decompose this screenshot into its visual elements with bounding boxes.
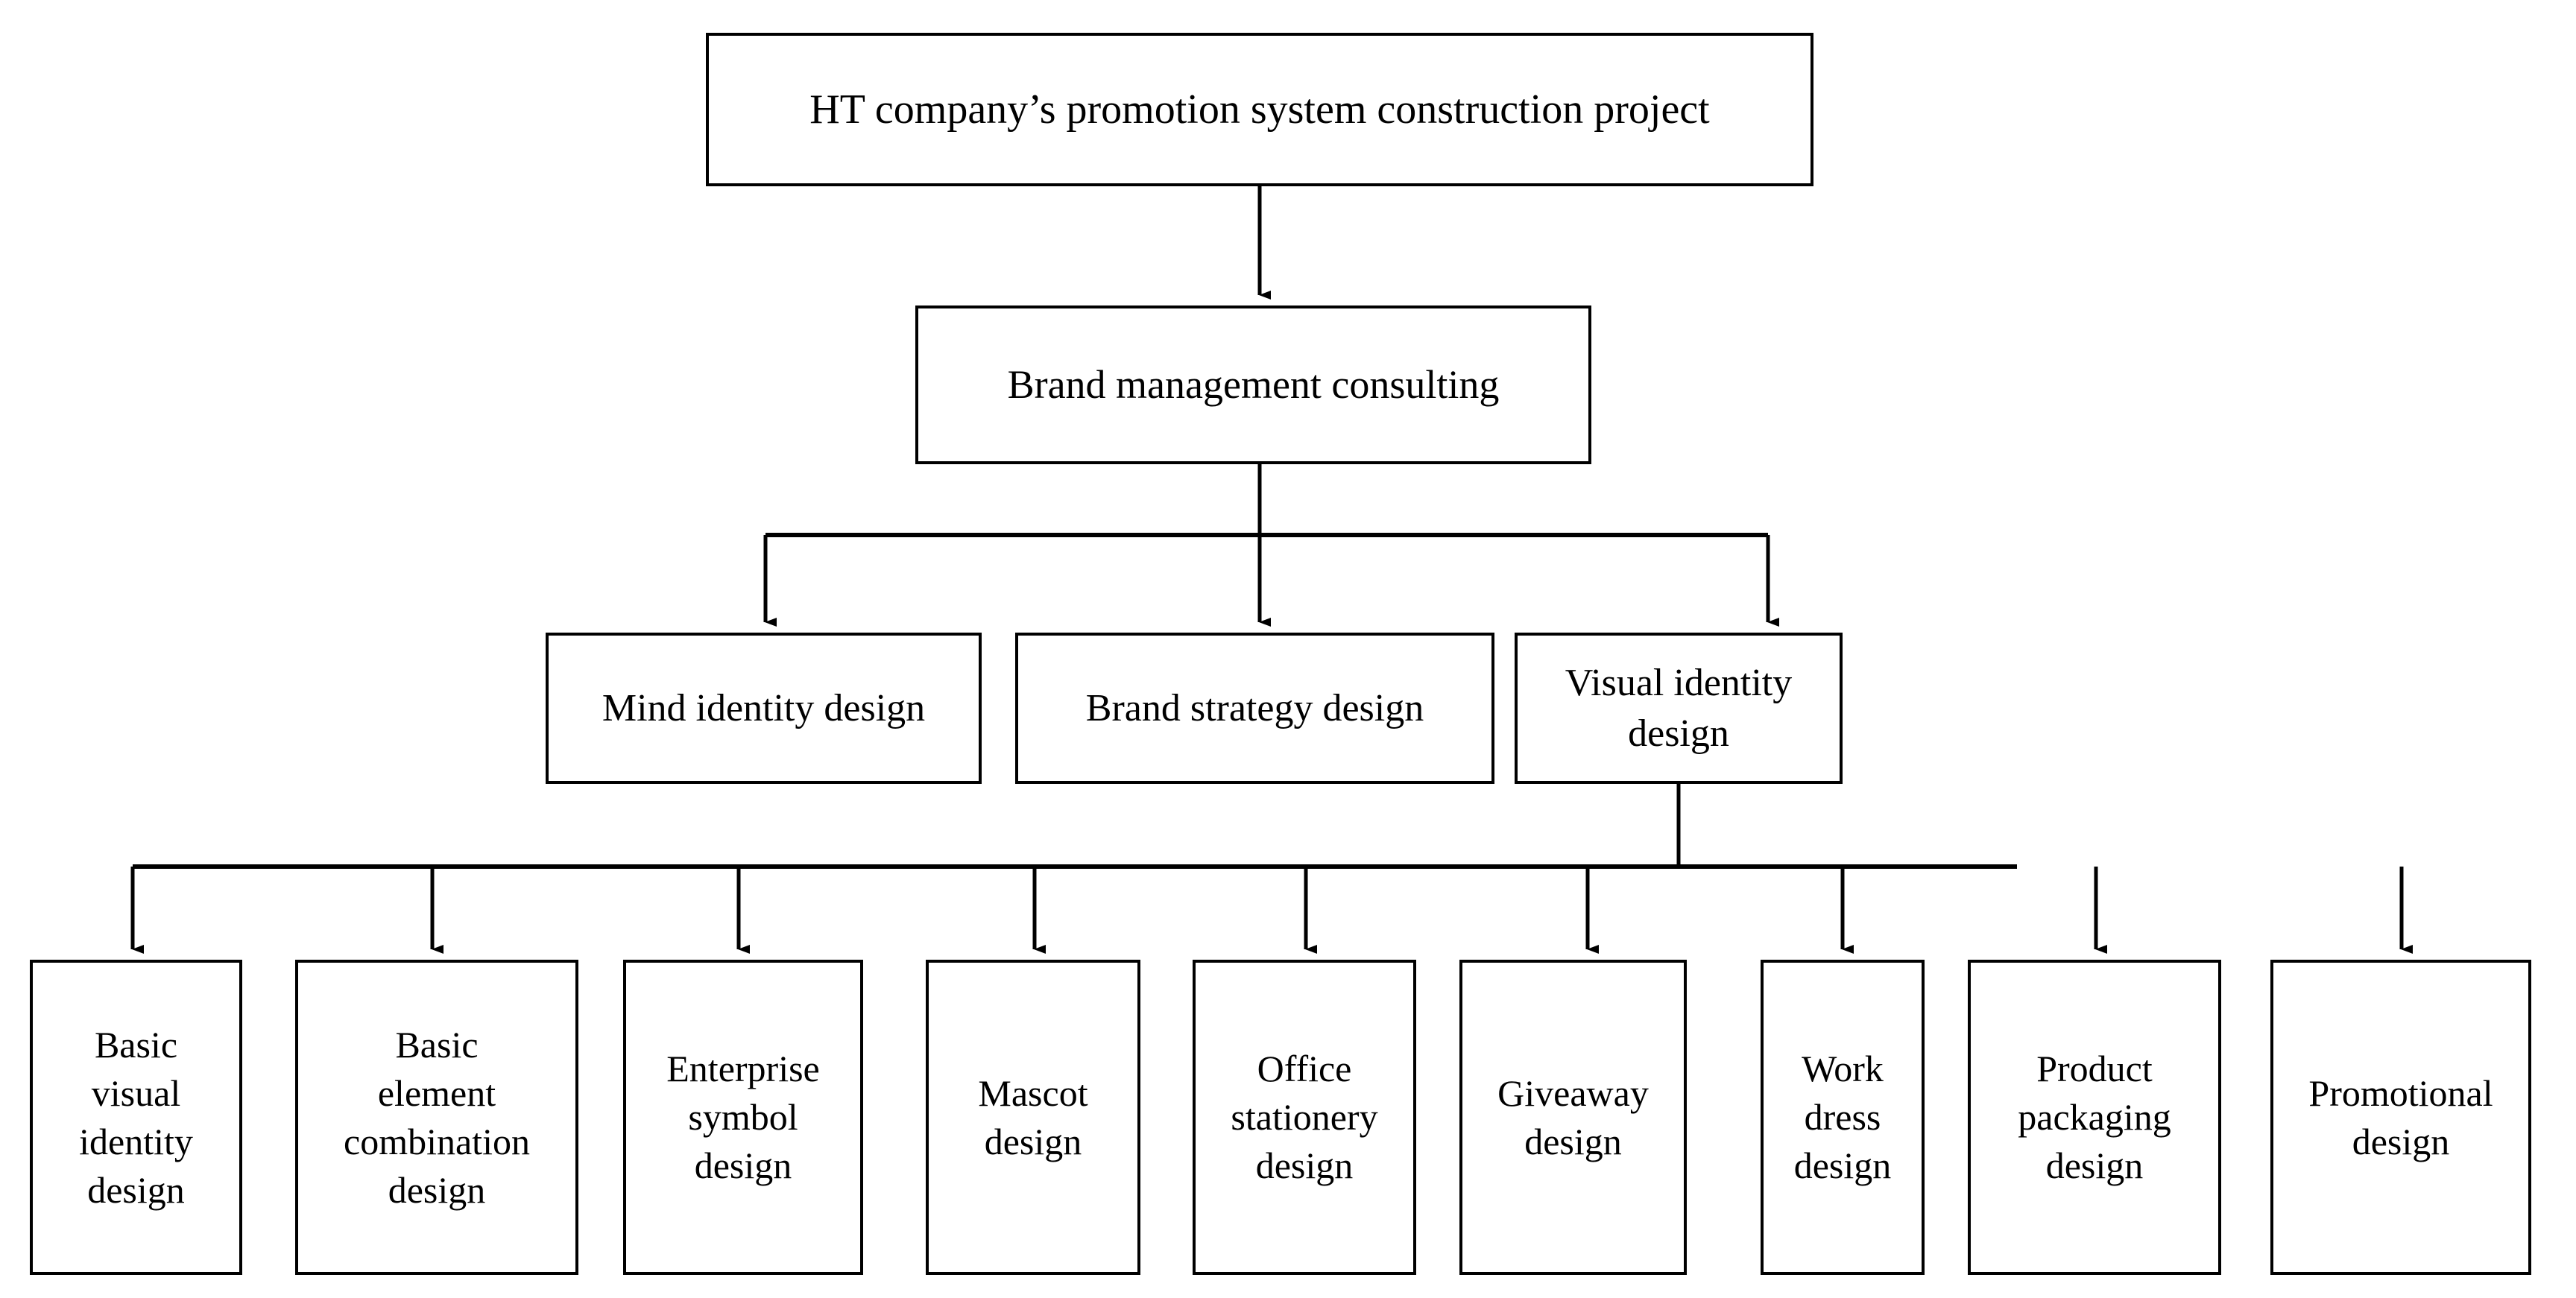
node-root[interactable]: HT company’s promotion system constructi…	[706, 33, 1813, 186]
edge-visual-identity-to-level4	[130, 784, 2413, 954]
node-visual-identity-design-label: Visual identity design	[1565, 661, 1793, 755]
node-basic-visual-identity-design[interactable]: Basic visual identity design	[30, 960, 242, 1275]
node-product-packaging-design-label: Product packaging design	[2018, 1048, 2171, 1186]
node-enterprise-symbol-design[interactable]: Enterprise symbol design	[623, 960, 863, 1275]
node-visual-identity-design[interactable]: Visual identity design	[1515, 633, 1843, 784]
node-work-dress-design-label: Work dress design	[1793, 1048, 1892, 1186]
node-promotional-design[interactable]: Promotional design	[2270, 960, 2531, 1275]
node-work-dress-design[interactable]: Work dress design	[1761, 960, 1925, 1275]
node-basic-element-combination-design-label: Basic element combination design	[344, 1023, 530, 1211]
node-brand-management-consulting[interactable]: Brand management consulting	[915, 305, 1591, 464]
node-brand-management-consulting-label: Brand management consulting	[1007, 362, 1500, 408]
node-mind-identity-design[interactable]: Mind identity design	[546, 633, 982, 784]
node-giveaway-design-label: Giveaway design	[1497, 1071, 1649, 1162]
node-office-stationery-design-label: Office stationery design	[1231, 1048, 1378, 1186]
node-root-label: HT company’s promotion system constructi…	[809, 86, 1710, 133]
edge-brand-management-to-level3	[763, 464, 1779, 627]
node-mascot-design[interactable]: Mascot design	[926, 960, 1140, 1275]
node-office-stationery-design[interactable]: Office stationery design	[1193, 960, 1416, 1275]
node-promotional-design-label: Promotional design	[2308, 1071, 2493, 1162]
node-enterprise-symbol-design-label: Enterprise symbol design	[666, 1048, 820, 1186]
node-giveaway-design[interactable]: Giveaway design	[1459, 960, 1687, 1275]
node-product-packaging-design[interactable]: Product packaging design	[1968, 960, 2221, 1275]
node-basic-element-combination-design[interactable]: Basic element combination design	[295, 960, 578, 1275]
node-brand-strategy-design[interactable]: Brand strategy design	[1015, 633, 1494, 784]
node-basic-visual-identity-design-label: Basic visual identity design	[79, 1023, 193, 1211]
node-mind-identity-design-label: Mind identity design	[602, 686, 926, 729]
node-brand-strategy-design-label: Brand strategy design	[1085, 686, 1424, 729]
node-mascot-design-label: Mascot design	[978, 1071, 1088, 1162]
